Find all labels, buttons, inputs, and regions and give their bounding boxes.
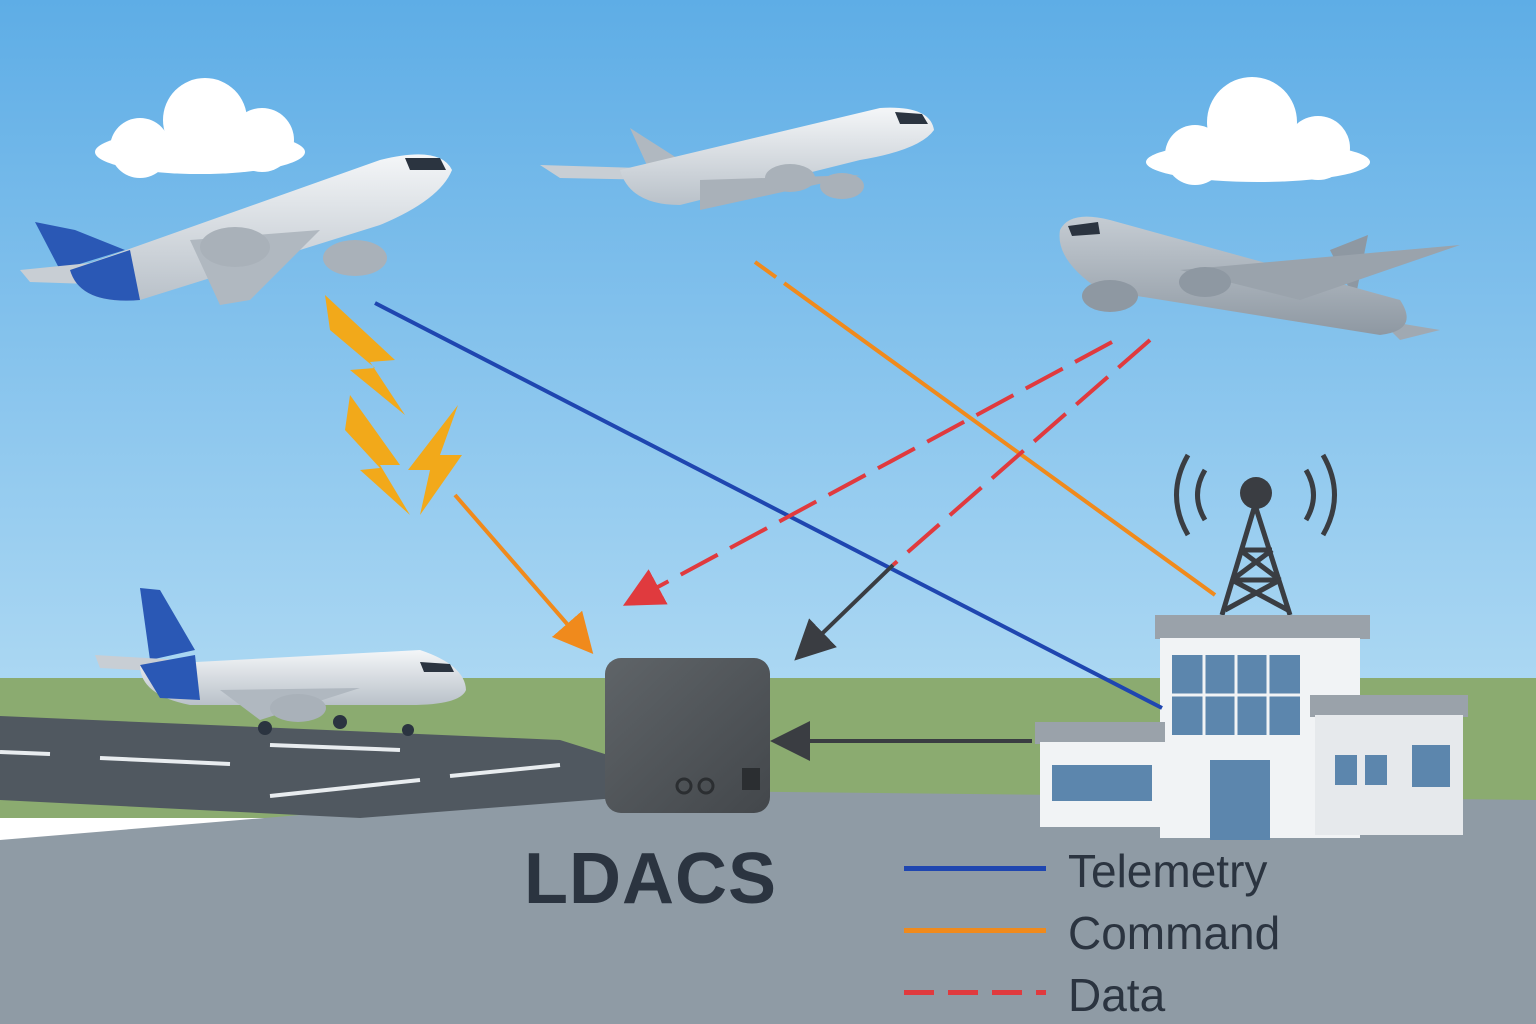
data-link	[891, 338, 1152, 567]
lightning-icon	[325, 295, 462, 515]
control-tower-icon	[1035, 615, 1468, 840]
device-port	[675, 777, 693, 795]
legend: Telemetry Command Data	[900, 838, 1320, 1024]
radio-tower-icon	[1174, 453, 1337, 616]
legend-label: Data	[1068, 969, 1166, 1021]
legend-item-data: Data	[900, 962, 1320, 1022]
legend-label: Telemetry	[1068, 845, 1268, 897]
ldacs-device-icon	[605, 658, 770, 813]
command-link-lightning	[453, 493, 594, 655]
device-port	[742, 768, 760, 790]
legend-label: Command	[1068, 907, 1281, 959]
telemetry-link	[374, 301, 1163, 710]
ground-link	[794, 563, 895, 661]
legend-item-telemetry: Telemetry	[900, 838, 1320, 898]
airplane-icon	[540, 107, 934, 210]
tarmac	[0, 790, 1536, 1024]
command-link	[753, 260, 1217, 597]
legend-swatch-telemetry	[904, 866, 1046, 871]
legend-swatch-data	[904, 990, 1046, 995]
legend-item-command: Command	[900, 900, 1320, 960]
airplane-icon	[1059, 216, 1460, 340]
radio-tower-antenna	[1240, 477, 1272, 509]
legend-swatch-command	[904, 928, 1046, 933]
cloud-icon	[1146, 77, 1370, 185]
data-link	[622, 340, 1113, 606]
cloud-icon	[95, 78, 305, 178]
airplane-icon	[20, 154, 452, 305]
runway	[0, 716, 720, 818]
device-port	[697, 777, 715, 795]
airplane-icon	[95, 588, 466, 736]
runway-markings	[0, 743, 561, 798]
diagram-title: LDACS	[524, 839, 777, 919]
